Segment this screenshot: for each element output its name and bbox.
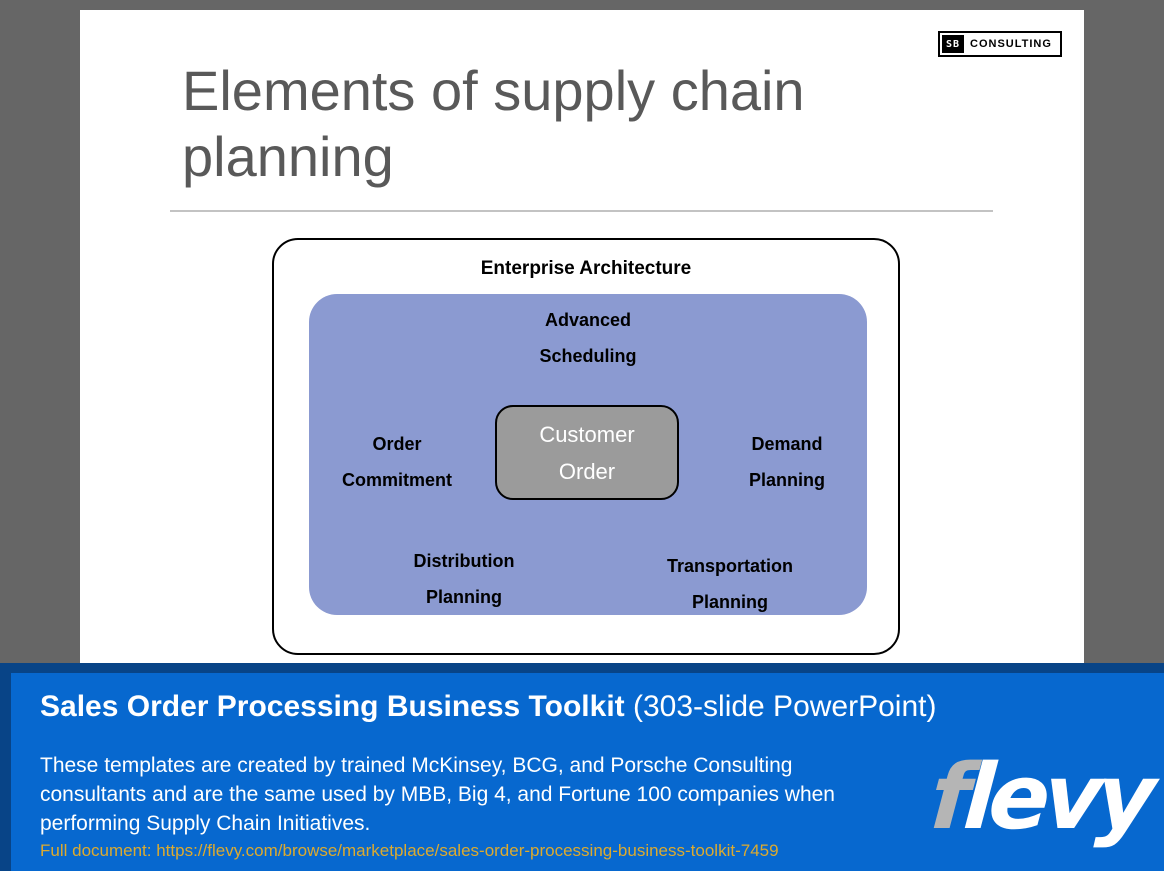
label-demand-planning-line-2: Planning: [749, 470, 825, 490]
planning-elements-box: Advanced Scheduling Order Commitment Dem…: [309, 294, 867, 615]
label-transportation-planning: Transportation Planning: [667, 548, 793, 620]
enterprise-architecture-container: Enterprise Architecture Advanced Schedul…: [272, 238, 900, 655]
label-distribution-planning-line-2: Planning: [426, 587, 502, 607]
slide-title-line-2: planning: [182, 125, 394, 188]
sb-logo-wordmark: CONSULTING: [970, 38, 1052, 50]
label-order-commitment: Order Commitment: [342, 426, 452, 498]
enterprise-architecture-label: Enterprise Architecture: [480, 258, 692, 279]
label-distribution-planning: Distribution Planning: [414, 543, 515, 615]
product-description-line-3: performing Supply Chain Initiatives.: [40, 812, 371, 835]
product-description-line-2: consultants and are the same used by MBB…: [40, 783, 835, 806]
label-order-commitment-line-1: Order: [372, 434, 422, 454]
product-title-format: (303-slide PowerPoint): [624, 690, 937, 723]
label-advanced-scheduling: Advanced Scheduling: [539, 302, 636, 374]
flevy-logo-levy: levy: [960, 745, 1154, 850]
label-distribution-planning-line-1: Distribution: [413, 551, 515, 571]
promo-banner: Sales Order Processing Business Toolkit …: [0, 663, 1164, 871]
label-advanced-scheduling-line-1: Advanced: [544, 310, 632, 330]
slide-title-line-1: Elements of supply chain: [182, 59, 805, 122]
label-advanced-scheduling-line-2: Scheduling: [539, 346, 637, 366]
sb-logo-mark: SB: [942, 35, 964, 53]
product-title-name: Sales Order Processing Business Toolkit: [40, 690, 625, 723]
customer-order-line-1: Customer: [539, 421, 635, 447]
label-transportation-planning-line-1: Transportation: [666, 556, 794, 576]
product-description-line-1: These templates are created by trained M…: [40, 754, 793, 777]
product-description: These templates are created by trained M…: [40, 751, 835, 838]
slide-title: Elements of supply chain planning: [182, 58, 942, 190]
customer-order-box: Customer Order: [495, 405, 679, 500]
label-transportation-planning-line-2: Planning: [691, 592, 768, 612]
label-demand-planning-line-1: Demand: [751, 434, 823, 454]
label-demand-planning: Demand Planning: [749, 426, 825, 498]
full-document-link[interactable]: Full document: https://flevy.com/browse/…: [40, 841, 779, 860]
flevy-logo: flevy: [927, 745, 1153, 850]
promo-banner-panel: Sales Order Processing Business Toolkit …: [11, 673, 1164, 871]
label-order-commitment-line-2: Commitment: [341, 470, 453, 490]
customer-order-line-2: Order: [558, 458, 616, 484]
slide-preview: SB CONSULTING Elements of supply chain p…: [80, 10, 1084, 710]
title-underline: [170, 210, 993, 212]
product-title: Sales Order Processing Business Toolkit …: [40, 690, 936, 724]
sb-consulting-logo: SB CONSULTING: [938, 31, 1062, 57]
